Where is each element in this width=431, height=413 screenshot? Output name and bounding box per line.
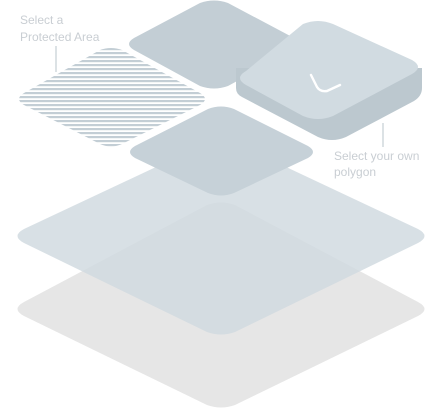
protected-area-tile[interactable] [19, 48, 205, 147]
middle-layer [17, 140, 425, 335]
protected-area-label-line1: Select a [20, 13, 64, 27]
center-tile[interactable] [130, 106, 313, 196]
protected-area-label-line2: Protected Area [20, 30, 100, 44]
draw-polygon-icon [309, 73, 342, 93]
own-polygon-label-line1: Select your own [334, 149, 419, 163]
own-polygon-tile-top [240, 21, 418, 119]
own-polygon-label-line2: polygon [334, 165, 376, 179]
own-polygon-tile[interactable] [236, 21, 422, 140]
